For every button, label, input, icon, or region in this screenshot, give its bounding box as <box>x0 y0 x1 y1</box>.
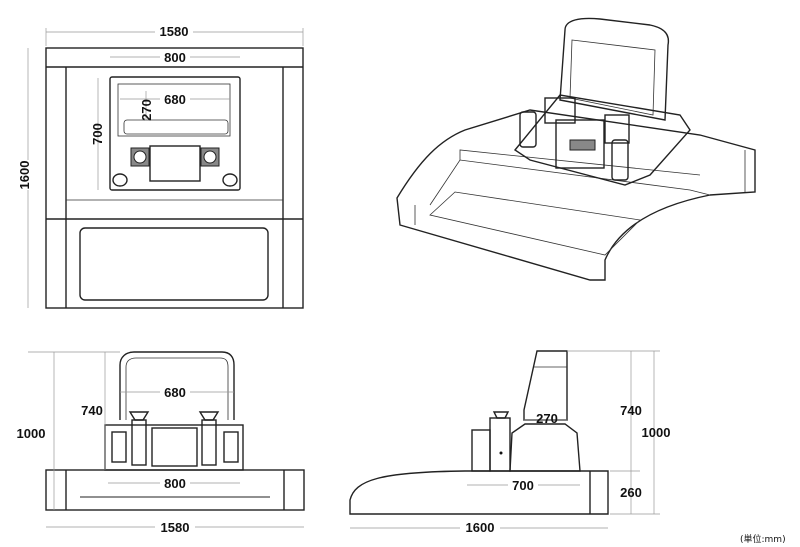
isometric-view <box>396 17 756 281</box>
top-depth-label: 1600 <box>17 161 32 190</box>
top-inner-width-label: 680 <box>164 92 186 107</box>
top-unit-depth-label: 700 <box>90 123 105 145</box>
top-width-label: 1580 <box>160 24 189 39</box>
side-column-depth-label: 270 <box>536 411 558 426</box>
unit-note: (単位:mm) <box>740 533 786 545</box>
top-unit-width-label: 800 <box>164 50 186 65</box>
side-total-height-label: 1000 <box>642 425 671 440</box>
side-upper-height-label: 740 <box>620 403 642 418</box>
front-upper-height-label: 740 <box>81 403 103 418</box>
top-view: 1580 1600 800 700 680 270 <box>17 24 304 309</box>
side-depth-label: 1600 <box>466 520 495 535</box>
front-width-label: 1580 <box>161 520 190 535</box>
front-total-height-label: 1000 <box>17 426 46 441</box>
side-base-height-label: 260 <box>620 485 642 500</box>
front-inner-width-label: 680 <box>164 385 186 400</box>
front-unit-width-label: 800 <box>164 476 186 491</box>
side-view: 1600 700 270 740 1000 260 <box>349 350 671 535</box>
top-inner-depth-label: 270 <box>139 99 154 121</box>
front-view: 1580 800 680 740 1000 <box>17 351 305 535</box>
side-unit-depth-label: 700 <box>512 478 534 493</box>
